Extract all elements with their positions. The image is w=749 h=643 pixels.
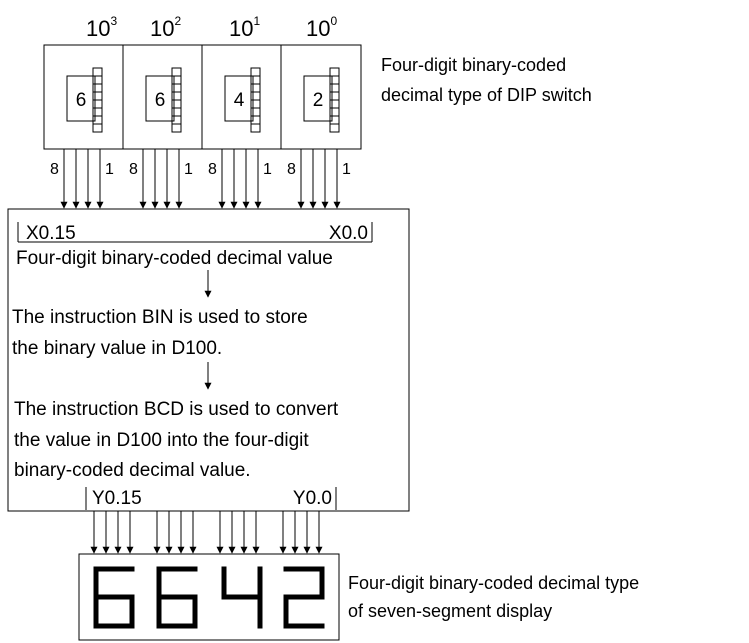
dip-caption-line: Four-digit binary-coded [381, 55, 566, 75]
dip-digit-cell [66, 67, 103, 133]
seven-segment-digit [93, 566, 135, 629]
dip-digit: 6 [155, 90, 166, 111]
step-bin-line: the binary value in D100. [12, 338, 222, 359]
dip-digit-cell [224, 67, 261, 133]
step-bcd-line: binary-coded decimal value. [14, 460, 251, 481]
seven-segment-display [78, 553, 340, 641]
step-bcd-value: Four-digit binary-coded decimal value [16, 248, 333, 269]
step-bcd-line: The instruction BCD is used to convert [14, 399, 339, 420]
dip-digit-cell [145, 67, 182, 133]
bit-label-low: 1 [342, 161, 351, 178]
power-label: 100 [306, 14, 337, 41]
output-range-right: Y0.0 [293, 488, 332, 509]
bit-label-low: 1 [184, 161, 193, 178]
power-label: 101 [229, 14, 260, 41]
seven-segment-digit [156, 566, 198, 629]
dip-bit-arrows [60, 149, 341, 209]
dip-digits: 6 6 4 2 [76, 90, 324, 111]
power-label: 103 [86, 14, 117, 41]
processing-box [7, 208, 410, 512]
input-range-right: X0.0 [329, 223, 368, 244]
dip-digit: 2 [313, 90, 324, 111]
output-bit-arrows [90, 511, 323, 554]
bit-labels: 8 1 8 1 8 1 8 1 [50, 161, 351, 178]
dip-digit: 6 [76, 90, 87, 111]
seven-segment-digit [221, 566, 263, 629]
power-label: 102 [150, 14, 181, 41]
seven-segment-digits [93, 566, 325, 629]
step-bin-line: The instruction BIN is used to store [12, 307, 308, 328]
bit-label-low: 1 [105, 161, 114, 178]
dip-digit-cell [303, 67, 340, 133]
input-range [17, 222, 373, 243]
input-range-left: X0.15 [26, 223, 76, 244]
dip-switch [43, 44, 362, 150]
bit-label-high: 8 [287, 161, 296, 178]
bit-label-high: 8 [129, 161, 138, 178]
display-caption-line: Four-digit binary-coded decimal type [348, 573, 639, 593]
power-labels: 103 102 101 100 [86, 14, 337, 41]
seven-segment-digit [283, 566, 325, 629]
display-caption-line: of seven-segment display [348, 601, 552, 621]
output-range [85, 487, 337, 510]
bit-label-high: 8 [208, 161, 217, 178]
bit-label-low: 1 [263, 161, 272, 178]
dip-caption-line: decimal type of DIP switch [381, 85, 592, 105]
step-bcd-line: the value in D100 into the four-digit [14, 430, 309, 451]
bit-label-high: 8 [50, 161, 59, 178]
dip-digit: 4 [234, 90, 245, 111]
output-range-left: Y0.15 [92, 488, 142, 509]
